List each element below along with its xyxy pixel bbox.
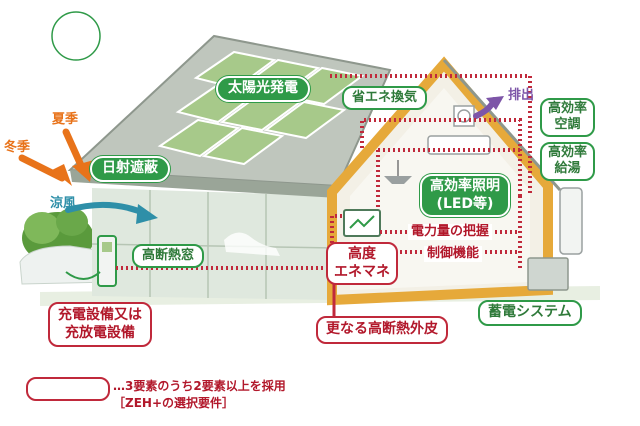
lighting-label-line1: 高効率照明 [430,178,500,194]
ventilation-label: 省エネ換気 [342,86,428,111]
charger-label: 充電設備又は 充放電設備 [48,302,152,347]
lighting-label: 高効率照明 (LED等) [420,174,510,217]
ceiling-light-icon [384,160,412,184]
summer-label: 夏季 [52,112,79,127]
ventilation-fan-icon [453,105,475,127]
legend-line2: ［ZEH+の選択要件］ [113,396,234,411]
solar-label: 太陽光発電 [216,76,310,102]
breeze-label: 涼風 [50,196,77,211]
shading-label: 日射遮蔽 [90,156,170,182]
power-monitoring-label: 電力量の把握 [408,224,493,241]
storage-label: 蓄電システム [478,300,582,326]
control-label: 制御機能 [424,246,483,263]
hems-monitor-icon [343,209,381,237]
legend-swatch [26,377,110,401]
hotwater-label-line2: 給湯 [554,161,581,177]
hotwater-label-line1: 高効率 [548,145,588,160]
hotwater-label: 高効率 給湯 [540,142,596,181]
exhaust-label: 排出 [508,88,535,103]
water-heater-icon [559,187,583,255]
sun-icon [51,11,101,61]
hems-label-line1: 高度 [348,246,376,262]
car-charger-icon [97,235,117,287]
ac-label-line1: 高効率 [548,101,588,116]
hems-label-line2: エネマネ [334,263,390,280]
battery-icon [527,257,569,291]
legend-line1: …3要素のうち2要素以上を採用 [113,379,286,393]
charger-label-line1: 充電設備又は [58,307,142,323]
ac-label: 高効率 空調 [540,98,596,137]
window-label: 高断熱窓 [132,244,205,269]
envelope-label: 更なる高断熱外皮 [316,316,448,344]
ac-label-line2: 空調 [554,117,581,133]
charger-label-line2: 充放電設備 [65,324,135,341]
winter-sun-arrow [18,154,66,182]
winter-label: 冬季 [4,140,31,155]
legend-text: …3要素のうち2要素以上を採用 ［ZEH+の選択要件］ [113,378,286,413]
person-figure [224,232,280,256]
lighting-label-line2: (LED等) [436,195,494,212]
hems-label: 高度 エネマネ [326,242,398,285]
